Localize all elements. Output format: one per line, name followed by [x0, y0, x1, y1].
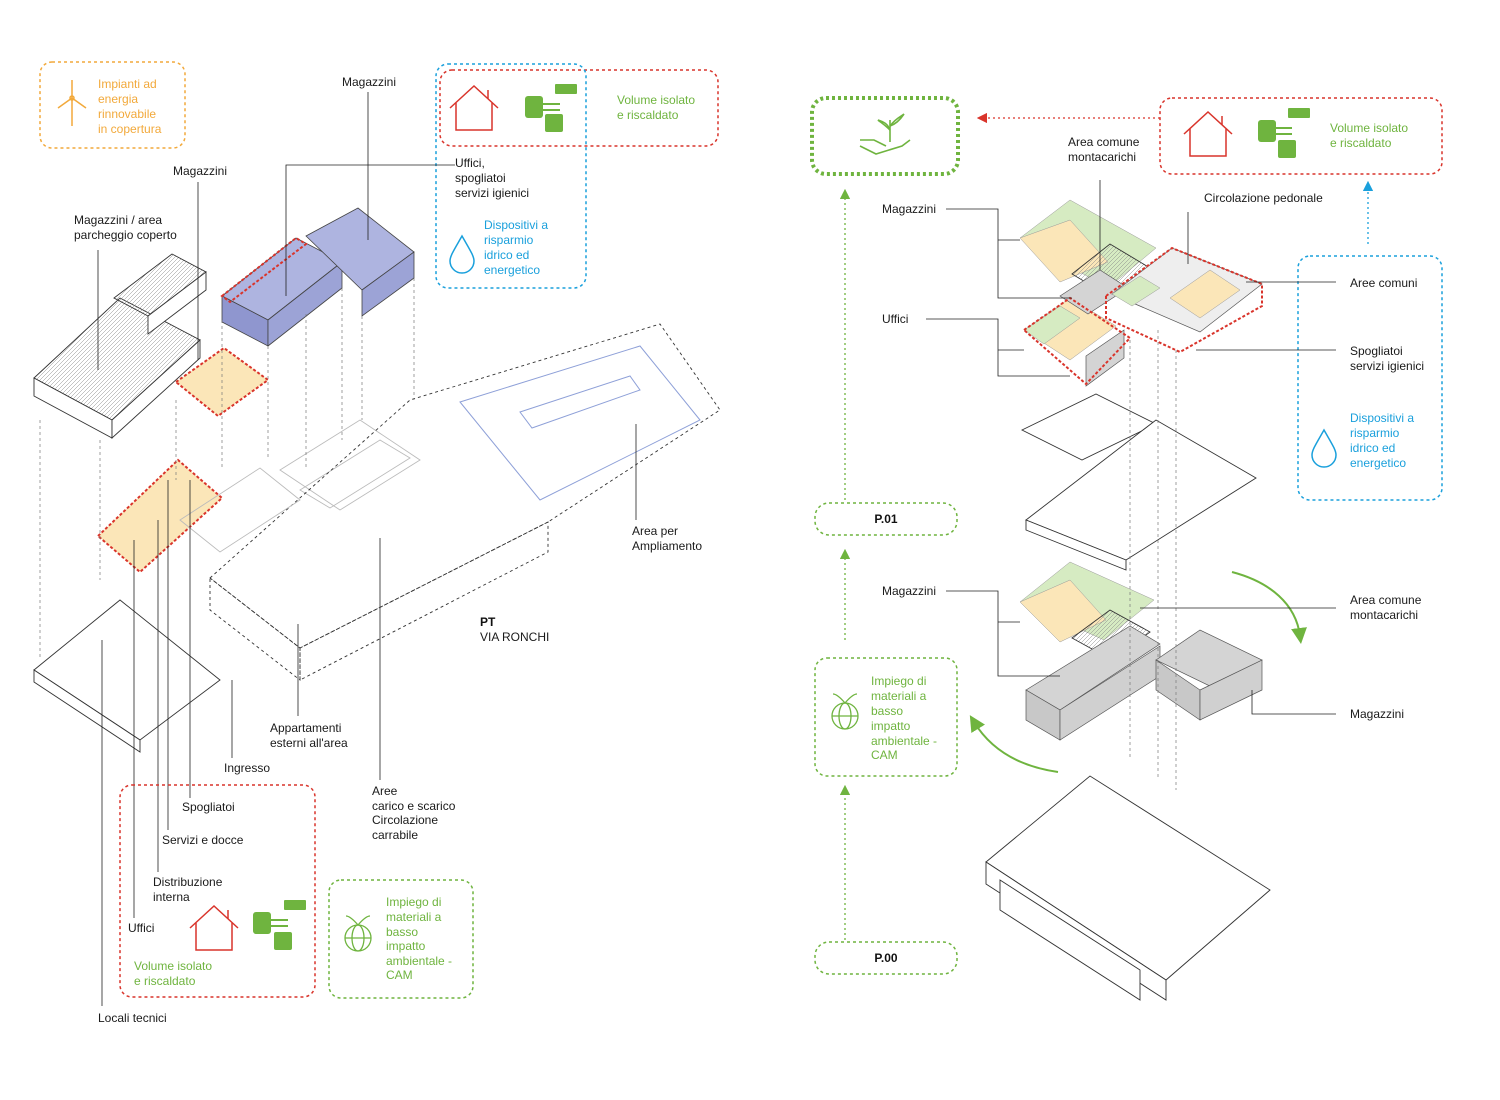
area-comune-bottom-label: Area comune montacarichi	[1350, 593, 1425, 622]
appartamenti-label: Appartamenti esterni all'area	[270, 721, 348, 750]
spogliatoi-right-label: Spogliatoi servizi igienici	[1350, 344, 1424, 373]
eco-globe-icon	[831, 693, 859, 730]
right-water-box: Dispositivi a risparmio idrico ed energe…	[1297, 255, 1443, 501]
ingresso-label: Ingresso	[224, 761, 270, 775]
house-icon	[1183, 110, 1233, 157]
energy-meter-icon	[525, 84, 577, 132]
level-p01-label: P.01	[874, 512, 897, 526]
servizi-label: Servizi e docce	[162, 833, 244, 847]
left-labels: Magazzini Magazzini Magazzini / area par…	[74, 75, 702, 1025]
magazzini-bottom-label: Magazzini	[882, 584, 936, 598]
locali-tecnici-label: Locali tecnici	[98, 1011, 167, 1025]
magazzini-top-label: Magazzini	[342, 75, 396, 89]
uffici-spogliatoi-label: Uffici, spogliatoi servizi igienici	[455, 156, 529, 200]
water-drop-icon	[1311, 428, 1337, 468]
magazzini-right-label: Magazzini	[1350, 707, 1404, 721]
aree-carico-label: Aree carico e scarico Circolazione carra…	[372, 784, 459, 842]
renewable-energy-box: Impianti ad energia rinnovabile in coper…	[39, 61, 186, 149]
magazzini-mid-label: Magazzini	[173, 164, 227, 178]
pt-street: VIA RONCHI	[480, 630, 549, 644]
magazzini-top-right-label: Magazzini	[882, 202, 936, 216]
eco-globe-icon	[344, 915, 372, 952]
right-cam-box: Impiego di materiali a basso impatto amb…	[814, 657, 958, 777]
distribuzione-label: Distribuzione interna	[153, 875, 226, 904]
bottom-volume-box: Volume isolato e riscaldato	[119, 784, 316, 998]
bottom-volume-label: Volume isolato e riscaldato	[134, 959, 215, 988]
top-volume-label: Volume isolato e riscaldato	[617, 93, 698, 122]
spogliatoi-label: Spogliatoi	[182, 800, 235, 814]
pt-title: PT	[480, 615, 496, 629]
wind-turbine-icon	[57, 80, 87, 126]
right-cam-label: Impiego di materiali a basso impatto amb…	[871, 674, 940, 762]
water-drop-icon	[449, 234, 475, 274]
level-p00-pill: P.00	[814, 941, 958, 975]
house-icon	[189, 904, 239, 951]
curved-arrow-up	[969, 715, 1059, 773]
left-projection-lines	[39, 278, 415, 660]
right-volume-label: Volume isolato e riscaldato	[1330, 121, 1411, 150]
right-water-label: Dispositivi a risparmio idrico ed energe…	[1350, 411, 1417, 470]
area-comune-top-label: Area comune montacarichi	[1068, 135, 1143, 164]
area-ampliamento-label: Area per Ampliamento	[632, 524, 702, 553]
renewable-energy-label: Impianti ad energia rinnovabile in coper…	[98, 77, 162, 136]
right-labels: Area comune montacarichi Circolazione pe…	[882, 135, 1425, 721]
curved-arrow-down	[1231, 571, 1307, 644]
bottom-cam-label: Impiego di materiali a basso impatto amb…	[386, 895, 455, 982]
top-green-box	[810, 96, 960, 176]
magazzini-parcheggio-label: Magazzini / area parcheggio coperto	[74, 213, 177, 242]
right-building-massing	[985, 199, 1271, 1001]
water-devices-label: Dispositivi a risparmio idrico ed energe…	[484, 218, 551, 277]
uffici-right-label: Uffici	[882, 312, 908, 326]
right-projection-lines	[1129, 330, 1177, 790]
house-icon	[449, 84, 499, 131]
level-p00-label: P.00	[874, 951, 897, 965]
circolazione-label: Circolazione pedonale	[1204, 191, 1323, 205]
right-top-energy-box: Volume isolato e riscaldato	[1159, 97, 1443, 175]
energy-meter-icon	[1258, 108, 1310, 158]
energy-meter-icon	[253, 900, 306, 950]
left-building-massing	[33, 207, 721, 753]
aree-comuni-label: Aree comuni	[1350, 276, 1417, 290]
hand-plant-icon	[859, 113, 911, 155]
uffici-label: Uffici	[128, 921, 154, 935]
top-energy-box: Volume isolato e riscaldato Uffici, spog…	[435, 63, 719, 289]
bottom-cam-box: Impiego di materiali a basso impatto amb…	[328, 879, 474, 999]
level-p01-pill: P.01	[814, 502, 958, 536]
